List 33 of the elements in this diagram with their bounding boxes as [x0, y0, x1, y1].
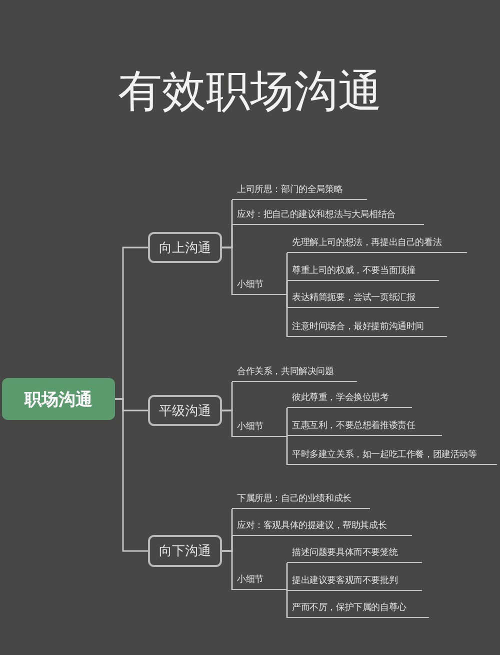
topic-line: 注意时间场合，最好提前沟通时间	[287, 315, 447, 337]
connector-line	[286, 407, 288, 438]
topic-line: 应对：客观具体的提建议，帮助其成长	[232, 514, 412, 536]
connector-line	[222, 550, 233, 591]
topic-line: 合作关系，共同解决问题	[232, 360, 357, 382]
topic-line: 先理解上司的想法，再提出自己的看法	[287, 231, 467, 253]
topic-box: 向下沟通	[148, 535, 222, 567]
topic-line: 小细节	[232, 273, 287, 295]
topic-line: 互惠互利，不要总想着推诿责任	[287, 414, 442, 436]
topic-line: 提出建议要客观而不要批判	[287, 569, 422, 591]
topic-line: 下属所思：自己的业绩和成长	[232, 487, 370, 509]
topic-box: 向上沟通	[148, 232, 222, 263]
topic-line: 表达精简扼要，尝试一页纸汇报	[287, 286, 439, 308]
connector-line	[286, 589, 288, 619]
title: 有效职场沟通	[117, 65, 383, 119]
topic-line: 平时多建立关系，如一起吃工作餐，团建活动等	[287, 443, 497, 465]
topic-line: 应对：把自己的建议和想法与大局相结合	[232, 203, 424, 225]
topic-line: 上司所思：部门的全局策略	[232, 178, 367, 200]
connector-line	[115, 398, 148, 552]
connector-line	[286, 562, 288, 591]
topic-line: 彼此尊重，学会换位思考	[287, 386, 412, 408]
connector-line	[222, 246, 233, 296]
topic-line: 小细节	[232, 568, 287, 590]
connector-line	[286, 280, 288, 296]
topic-line: 描述问题要具体而不要笼统	[287, 541, 422, 563]
connector-line	[286, 436, 288, 466]
connector-line	[286, 294, 288, 338]
topic-line: 尊重上司的权威，不要当面顶撞	[287, 259, 439, 281]
topic-box: 平级沟通	[148, 395, 222, 426]
connector-line	[222, 410, 233, 438]
topic-line: 严而不厉，保护下属的自尊心	[287, 596, 429, 618]
topic-line: 小细节	[232, 415, 287, 437]
central-topic-box: 职场沟通	[2, 378, 115, 420]
